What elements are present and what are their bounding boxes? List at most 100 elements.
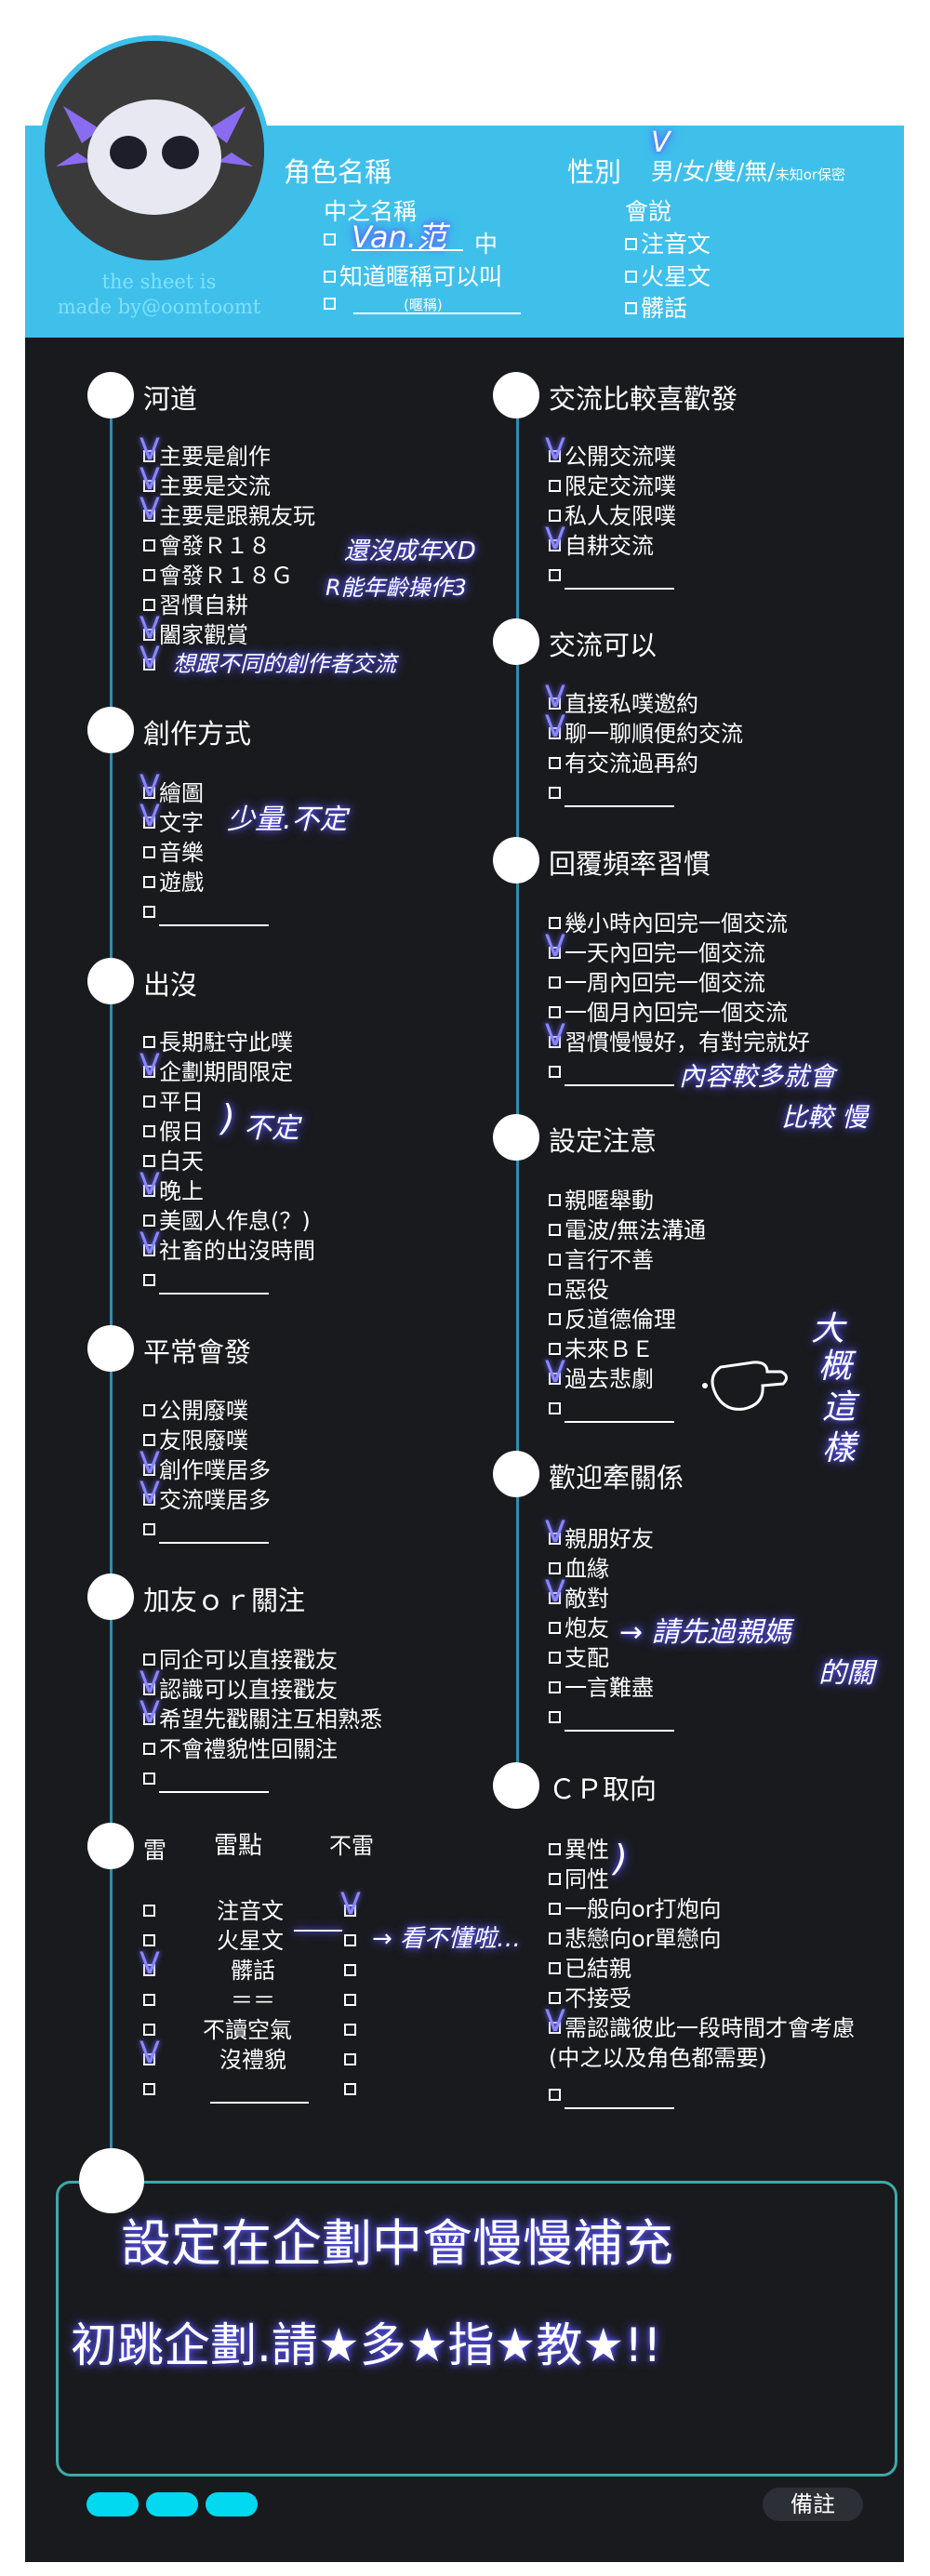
sheet-background: [25, 126, 904, 2562]
appear-item[interactable]: 假日: [143, 1118, 204, 1146]
friend-item[interactable]: 同企可以直接戳友: [143, 1646, 338, 1674]
appear-item[interactable]: 長期駐守此噗: [143, 1029, 293, 1056]
caution-item-blank[interactable]: [549, 1395, 674, 1423]
cn-name-field[interactable]: [324, 226, 339, 253]
mine-row[interactable]: [143, 1986, 159, 2014]
welcome-item[interactable]: 血緣: [549, 1555, 609, 1583]
can-item[interactable]: 有交流過再約: [549, 750, 698, 777]
appear-item-blank[interactable]: [143, 1267, 269, 1295]
cp-item[interactable]: 異性: [549, 1836, 609, 1864]
reply-item[interactable]: 一個月內回完一個交流: [549, 999, 788, 1027]
exchange-item-blank[interactable]: [549, 562, 674, 590]
mine-row[interactable]: [143, 2016, 159, 2044]
speaks-option-swear[interactable]: 髒話: [625, 290, 687, 324]
note-box[interactable]: [56, 2181, 897, 2476]
method-item[interactable]: 音樂: [143, 839, 204, 867]
welcome-item[interactable]: 支配: [549, 1644, 609, 1672]
caution-item[interactable]: 反道德倫理: [549, 1306, 676, 1334]
hedao-item[interactable]: 會發Ｒ１８Ｇ: [143, 562, 293, 590]
mine-row[interactable]: [143, 1897, 159, 1925]
cp-item[interactable]: 悲戀向or單戀向: [549, 1925, 722, 1953]
setting-note-2: 概: [818, 1348, 853, 1386]
exchange-item[interactable]: 限定交流噗: [549, 472, 676, 500]
mine-row-blank-line[interactable]: [210, 2076, 309, 2104]
hedao-item[interactable]: 會發Ｒ１８: [143, 532, 271, 560]
caution-item[interactable]: 電波/無法溝通: [549, 1216, 706, 1244]
post-item[interactable]: 友限廢噗: [143, 1427, 248, 1454]
cp-item[interactable]: 不接受: [549, 1985, 631, 2012]
caution-item[interactable]: 惡役: [549, 1276, 609, 1304]
appear-item[interactable]: 平日: [143, 1088, 204, 1116]
post-item-blank[interactable]: [143, 1516, 269, 1544]
mine-row-ok-box[interactable]: [344, 2016, 360, 2044]
mine-row[interactable]: V: [140, 2035, 160, 2070]
mine-row-blank[interactable]: [143, 2076, 159, 2104]
speaks-option-martian[interactable]: 火星文: [625, 259, 711, 292]
can-item-blank[interactable]: [549, 779, 674, 807]
cp-item-blank[interactable]: [549, 2081, 674, 2109]
mine-row-ok-box[interactable]: [344, 2046, 360, 2074]
mine-row-label: ＝＝: [231, 1987, 275, 2013]
hedao-item[interactable]: V: [140, 640, 160, 675]
gender-options[interactable]: 男/女/雙/無/未知or保密: [651, 158, 846, 185]
welcome-item-blank[interactable]: [549, 1704, 674, 1732]
cp-item[interactable]: 已結親: [549, 1955, 631, 1983]
mine-row[interactable]: V: [140, 1945, 160, 1981]
mine-row-ok-box[interactable]: [344, 1927, 360, 1955]
cn-name-option-blank[interactable]: [324, 290, 339, 317]
cn-name-option-nickname[interactable]: 知道暱稱可以叫: [324, 259, 502, 292]
gender-tick: V: [651, 126, 671, 159]
appear-item[interactable]: 白天: [143, 1148, 204, 1175]
exchange-item[interactable]: 私人友限噗: [549, 502, 676, 530]
remark-button[interactable]: 備註: [763, 2488, 863, 2521]
friend-item[interactable]: 不會禮貌性回關注: [143, 1735, 338, 1763]
welcome-item[interactable]: 炮友: [549, 1614, 609, 1642]
appear-item[interactable]: 美國人作息(？): [143, 1207, 311, 1235]
section-dot: [493, 837, 539, 883]
post-item[interactable]: 公開廢噗: [143, 1397, 248, 1425]
mine-row-ok-box[interactable]: [344, 1957, 360, 1985]
caution-item[interactable]: 言行不善: [549, 1246, 654, 1274]
method-item[interactable]: 遊戲: [143, 869, 204, 896]
mine-row-ok-box[interactable]: V: [340, 1886, 361, 1921]
reply-item[interactable]: 幾小時內回完一個交流: [549, 910, 788, 937]
nickname-hint: (暱稱): [404, 297, 443, 313]
cp-item[interactable]: 同性: [549, 1866, 609, 1893]
method-item-blank[interactable]: [143, 898, 269, 926]
caution-item[interactable]: 未來ＢＥ: [549, 1335, 654, 1363]
mine-row-ok-box[interactable]: [344, 2076, 360, 2104]
reply-item-blank[interactable]: [549, 1058, 674, 1086]
friend-item-blank[interactable]: [143, 1765, 269, 1793]
caution-item[interactable]: 親暱舉動: [549, 1187, 654, 1215]
reply-item[interactable]: 一周內回完一個交流: [549, 969, 765, 997]
mine-row-ok-box[interactable]: [344, 1986, 360, 2014]
mine-row[interactable]: [143, 1927, 159, 1955]
speaks-option-zhuyin[interactable]: 注音文: [625, 226, 711, 259]
welcome-item[interactable]: 一言難盡: [549, 1674, 654, 1702]
cp-item[interactable]: 一般向or打炮向: [549, 1895, 722, 1923]
hedao-item[interactable]: 習慣自耕: [143, 591, 248, 619]
